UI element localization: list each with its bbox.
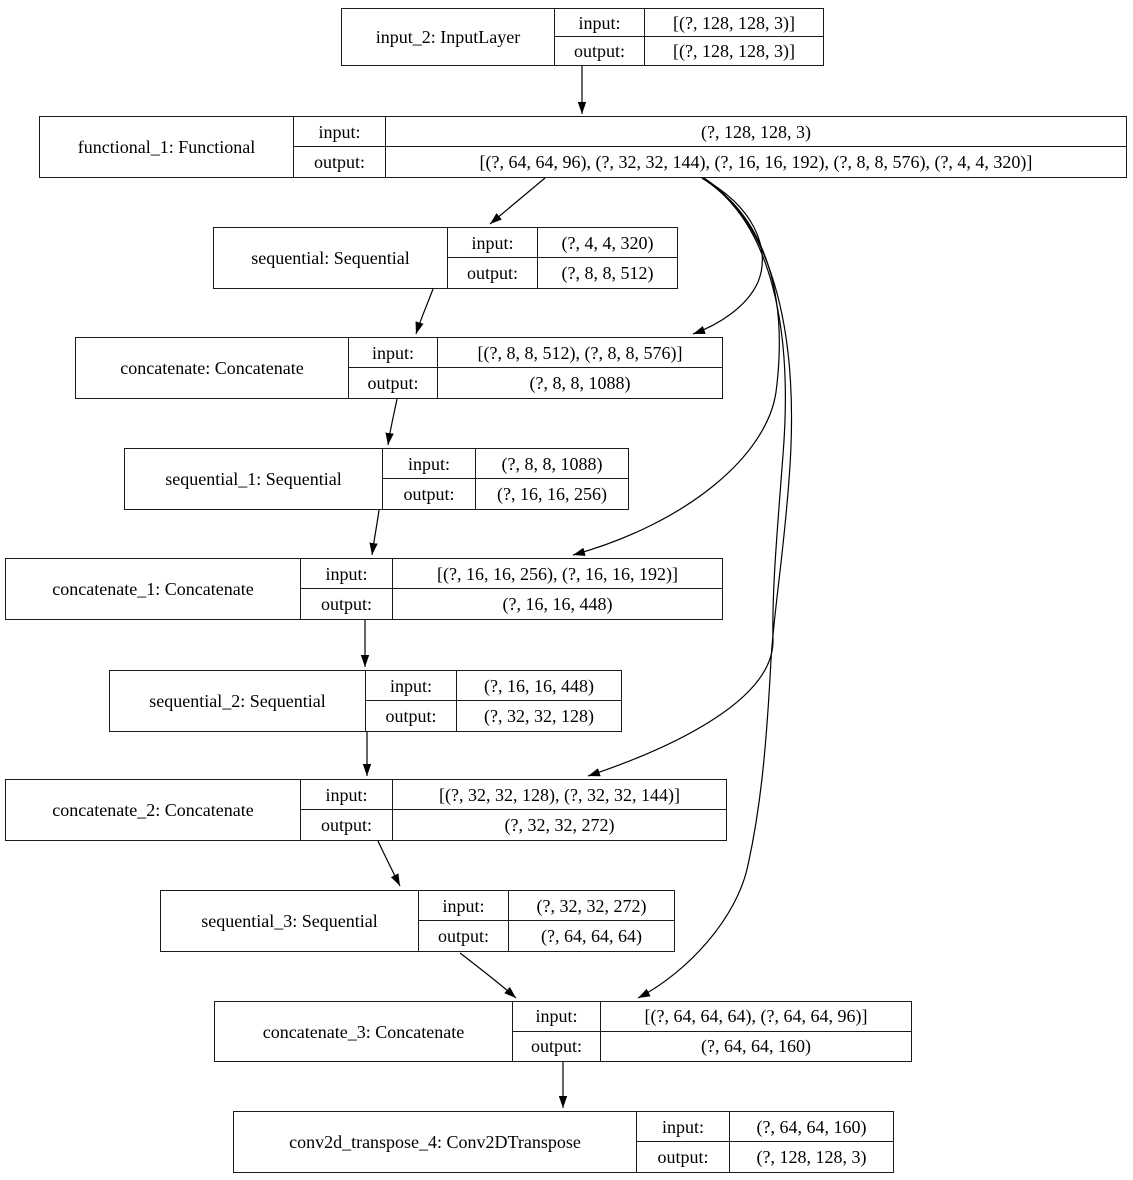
input-label: input: [366,671,457,701]
node-sequential_2: sequential_2: Sequential input: (?, 16, … [109,670,622,732]
layer-name: concatenate_3: Concatenate [215,1002,513,1061]
input-shape: (?, 4, 4, 320) [538,228,677,258]
layer-name: input_2: InputLayer [342,9,555,65]
output-shape: (?, 64, 64, 160) [701,1036,811,1057]
input-shape: (?, 128, 128, 3) [386,117,1126,147]
output-label: output: [419,921,509,951]
edge-concatenate-to-sequential_1 [385,398,398,446]
input-shape: [(?, 64, 64, 64), (?, 64, 64, 96)] [601,1002,911,1032]
layer-name: sequential_1: Sequential [125,449,383,509]
layer-name: sequential_3: Sequential [161,891,419,951]
input-shape: [(?, 16, 16, 256), (?, 16, 16, 192)] [393,559,722,589]
input-label: input: [448,228,538,258]
edge-sequential-to-concatenate [415,288,434,335]
output-shape: (?, 32, 32, 128) [484,706,594,726]
output-label: output: [366,701,457,731]
node-input_2: input_2: InputLayer input: [(?, 128, 128… [341,8,824,66]
edge-sequential_1-to-concatenate_1 [369,509,380,556]
node-functional_1: functional_1: Functional input: (?, 128,… [39,116,1127,178]
output-shape: [(?, 128, 128, 3)] [673,41,795,61]
input-shape: (?, 16, 16, 448) [457,671,621,701]
output-shape: (?, 8, 8, 512) [561,263,654,283]
output-label: output: [448,258,538,288]
output-label: output: [555,37,645,65]
node-sequential: sequential: Sequential input: (?, 4, 4, … [213,227,678,289]
output-shape: (?, 8, 8, 1088) [529,373,631,393]
input-shape: (?, 64, 64, 160) [730,1112,893,1142]
input-shape: [(?, 32, 32, 128), (?, 32, 32, 144)] [393,780,726,810]
layer-name: concatenate_2: Concatenate [6,780,301,840]
input-label: input: [419,891,509,921]
node-concatenate_2: concatenate_2: Concatenate input: [(?, 3… [5,779,727,841]
layer-name: conv2d_transpose_4: Conv2DTranspose [234,1112,637,1172]
output-shape: (?, 16, 16, 256) [497,484,607,504]
output-shape: (?, 16, 16, 448) [502,594,613,614]
output-shape: (?, 64, 64, 64) [541,926,642,946]
input-label: input: [383,449,476,479]
layer-name: concatenate_1: Concatenate [6,559,301,619]
node-concatenate_1: concatenate_1: Concatenate input: [(?, 1… [5,558,723,620]
output-shape: (?, 128, 128, 3) [756,1147,867,1167]
input-shape: (?, 32, 32, 272) [509,891,674,921]
output-label: output: [383,479,476,509]
output-label: output: [349,368,438,398]
node-sequential_3: sequential_3: Sequential input: (?, 32, … [160,890,675,952]
node-concatenate: concatenate: Concatenate input: [(?, 8, … [75,337,723,399]
edge-sequential_3-to-concatenate_3 [459,952,517,999]
edge-functional_1-to-concatenate [692,177,763,335]
input-label: input: [513,1002,601,1032]
layer-name: concatenate: Concatenate [76,338,349,398]
node-concatenate_3: concatenate_3: Concatenate input: [(?, 6… [214,1001,912,1062]
layer-name: sequential_2: Sequential [110,671,366,731]
input-shape: (?, 8, 8, 1088) [476,449,628,479]
output-label: output: [294,147,386,177]
input-label: input: [637,1112,730,1142]
layer-name: sequential: Sequential [214,228,448,288]
edge-concatenate_2-to-sequential_3 [377,840,401,887]
edge-functional_1-to-sequential [489,177,546,225]
input-label: input: [301,559,393,589]
input-label: input: [301,780,393,810]
node-sequential_1: sequential_1: Sequential input: (?, 8, 8… [124,448,629,510]
output-label: output: [301,589,393,619]
output-shape: (?, 32, 32, 272) [504,815,615,835]
input-shape: [(?, 128, 128, 3)] [645,9,823,37]
input-label: input: [555,9,645,37]
input-shape: [(?, 8, 8, 512), (?, 8, 8, 576)] [438,338,722,368]
output-label: output: [513,1031,601,1061]
node-conv2d_transpose_4: conv2d_transpose_4: Conv2DTranspose inpu… [233,1111,894,1173]
output-label: output: [301,810,393,840]
output-label: output: [637,1142,730,1172]
layer-name: functional_1: Functional [40,117,294,177]
input-label: input: [294,117,386,147]
output-shape: [(?, 64, 64, 96), (?, 32, 32, 144), (?, … [479,152,1033,172]
input-label: input: [349,338,438,368]
